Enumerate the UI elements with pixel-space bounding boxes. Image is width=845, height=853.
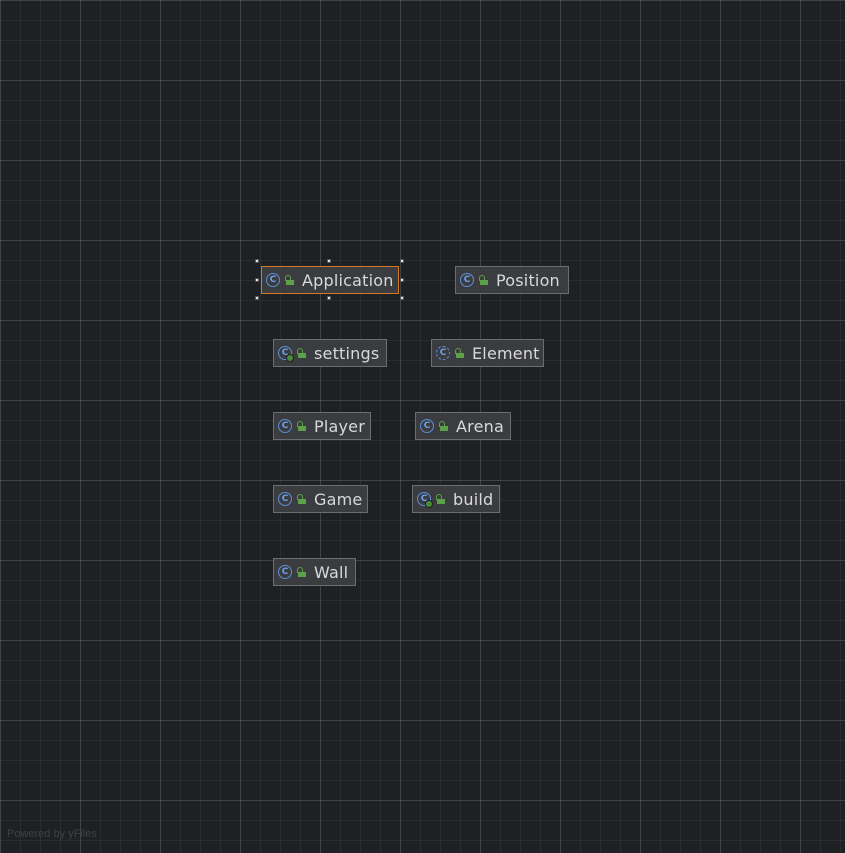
node-label: build bbox=[453, 489, 494, 509]
public-lock-icon bbox=[296, 420, 306, 432]
node-arena[interactable]: C Arena bbox=[415, 412, 511, 440]
node-label: Game bbox=[314, 489, 363, 509]
node-position[interactable]: C Position bbox=[455, 266, 569, 294]
node-player[interactable]: C Player bbox=[273, 412, 371, 440]
public-lock-icon bbox=[454, 347, 464, 359]
resize-handle-nw[interactable] bbox=[255, 259, 259, 263]
node-element[interactable]: C Element bbox=[431, 339, 544, 367]
node-label: Element bbox=[472, 343, 540, 363]
class-icon: C bbox=[420, 419, 434, 433]
public-lock-icon bbox=[438, 420, 448, 432]
node-label: Wall bbox=[314, 562, 349, 582]
node-label: Player bbox=[314, 416, 365, 436]
public-lock-icon bbox=[296, 347, 306, 359]
class-icon: C bbox=[266, 273, 280, 287]
resize-handle-w[interactable] bbox=[255, 278, 259, 282]
watermark: Powered by yFiles bbox=[7, 828, 97, 840]
resize-handle-sw[interactable] bbox=[255, 296, 259, 300]
public-lock-icon bbox=[478, 274, 488, 286]
public-lock-icon bbox=[435, 493, 445, 505]
public-lock-icon bbox=[296, 493, 306, 505]
node-label: Position bbox=[496, 270, 560, 290]
node-application[interactable]: C Application bbox=[261, 266, 399, 294]
public-lock-icon bbox=[296, 566, 306, 578]
config-class-icon: C bbox=[278, 346, 294, 362]
node-settings[interactable]: C settings bbox=[273, 339, 387, 367]
node-wall[interactable]: C Wall bbox=[273, 558, 356, 586]
abstract-class-icon: C bbox=[436, 346, 450, 360]
class-icon: C bbox=[460, 273, 474, 287]
node-game[interactable]: C Game bbox=[273, 485, 368, 513]
class-icon: C bbox=[278, 492, 292, 506]
resize-handle-e[interactable] bbox=[400, 278, 404, 282]
resize-handle-n[interactable] bbox=[327, 259, 331, 263]
public-lock-icon bbox=[284, 274, 294, 286]
node-label: Application bbox=[302, 270, 394, 290]
node-label: Arena bbox=[456, 416, 504, 436]
class-icon: C bbox=[278, 565, 292, 579]
resize-handle-ne[interactable] bbox=[400, 259, 404, 263]
class-icon: C bbox=[278, 419, 292, 433]
config-class-icon: C bbox=[417, 492, 433, 508]
node-label: settings bbox=[314, 343, 380, 363]
node-build[interactable]: C build bbox=[412, 485, 500, 513]
resize-handle-s[interactable] bbox=[327, 296, 331, 300]
resize-handle-se[interactable] bbox=[400, 296, 404, 300]
